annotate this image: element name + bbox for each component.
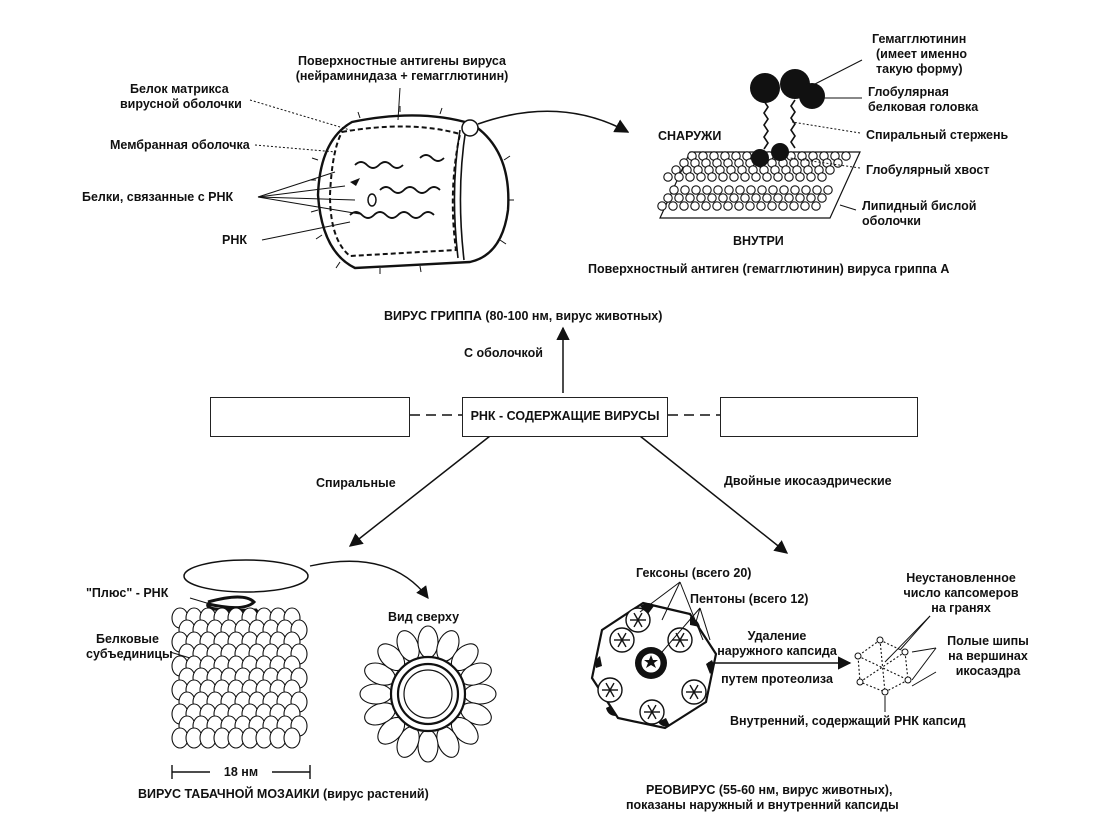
tmv-top-view	[359, 625, 497, 763]
globular-tail-label: Глобулярный хвост	[866, 163, 990, 177]
reovirus-outer-capsid	[590, 601, 718, 730]
tmv-virion	[171, 559, 429, 780]
lipid-bilayer-label-2: оболочки	[862, 214, 921, 228]
removal-label-2: наружного капсида	[717, 644, 837, 658]
pentons-label: Пентоны (всего 12)	[690, 592, 809, 606]
spikes-label-3: икосаэдра	[955, 664, 1021, 678]
proteolysis-label: путем протеолиза	[721, 672, 833, 686]
spikes-label-2: на вершинах	[948, 649, 1028, 663]
right-faded-text	[721, 398, 917, 422]
center-label: РНК - СОДЕРЖАЩИЕ ВИРУСЫ	[470, 409, 660, 423]
matrix-protein-label-1: Белок матрикса	[130, 82, 229, 96]
matrix-protein-label-2: вирусной оболочки	[120, 97, 242, 111]
undetermined-label-1: Неустановленное	[906, 571, 1016, 585]
ha-label-1: Гемагглютинин	[872, 32, 967, 46]
center-box	[462, 397, 668, 437]
outside-label: СНАРУЖИ	[658, 129, 722, 143]
right-faded-box	[720, 397, 918, 437]
membrane-label: Мембранная оболочка	[110, 138, 250, 152]
left-faded-text	[211, 398, 409, 422]
scale-label: 18 нм	[223, 765, 259, 779]
branch-left-label: Спиральные	[316, 476, 396, 490]
hemagglutinin-leaders	[789, 59, 863, 211]
ha-label-2: (имеет именно	[876, 47, 968, 61]
tmv-leaders	[169, 597, 211, 659]
inside-label: ВНУТРИ	[733, 234, 784, 248]
plus-rna-label: "Плюс" - РНК	[86, 586, 169, 600]
removal-label-1: Удаление	[747, 629, 807, 643]
globular-head-label-1: Глобулярная	[868, 85, 949, 99]
hexons-label: Гексоны (всего 20)	[636, 566, 752, 580]
reovirus-title-1: РЕОВИРУС (55-60 нм, вирус животных),	[646, 783, 893, 797]
influenza-virion	[310, 106, 630, 274]
globular-head-label-2: белковая головка	[868, 100, 979, 114]
spiral-stem-label: Спиральный стержень	[866, 128, 1009, 142]
lipid-bilayer-label-1: Липидный бислой	[862, 199, 977, 213]
reovirus-inner-capsid	[854, 636, 912, 696]
surface-antigens-label-2: (нейраминидаза + гемагглютинин)	[295, 69, 509, 83]
rna-label: РНК	[222, 233, 247, 247]
hub-connectors	[348, 326, 789, 554]
tmv-title: ВИРУС ТАБАЧНОЙ МОЗАИКИ (вирус растений)	[138, 787, 429, 801]
rna-proteins-label: Белки, связанные с РНК	[82, 190, 234, 204]
surface-antigens-label-1: Поверхностные антигены вируса	[298, 54, 506, 68]
ha-label-3: такую форму)	[876, 62, 963, 76]
hemagglutinin-caption: Поверхностный антиген (гемагглютинин) ви…	[588, 262, 950, 276]
reovirus-title-2: показаны наружный и внутренний капсиды	[626, 798, 899, 812]
undetermined-label-3: на гранях	[931, 601, 991, 615]
reovirus-leaders	[639, 581, 937, 712]
undetermined-label-2: число капсомеров	[903, 586, 1019, 600]
spikes-label-1: Полые шипы	[947, 634, 1029, 648]
hemagglutinin-detail	[657, 69, 861, 219]
branch-right-label: Двойные икосаэдрические	[724, 474, 892, 488]
branch-up-label: С оболочкой	[464, 346, 543, 360]
top-view-label: Вид сверху	[388, 610, 460, 624]
protein-subunits-label-1: Белковые	[96, 632, 159, 646]
protein-subunits-label-2: субъединицы	[86, 647, 173, 661]
inner-capsid-label: Внутренний, содержащий РНК капсид	[730, 714, 966, 728]
left-faded-box	[210, 397, 410, 437]
influenza-title: ВИРУС ГРИППА (80-100 нм, вирус животных)	[384, 309, 663, 323]
influenza-leaders	[249, 87, 401, 241]
